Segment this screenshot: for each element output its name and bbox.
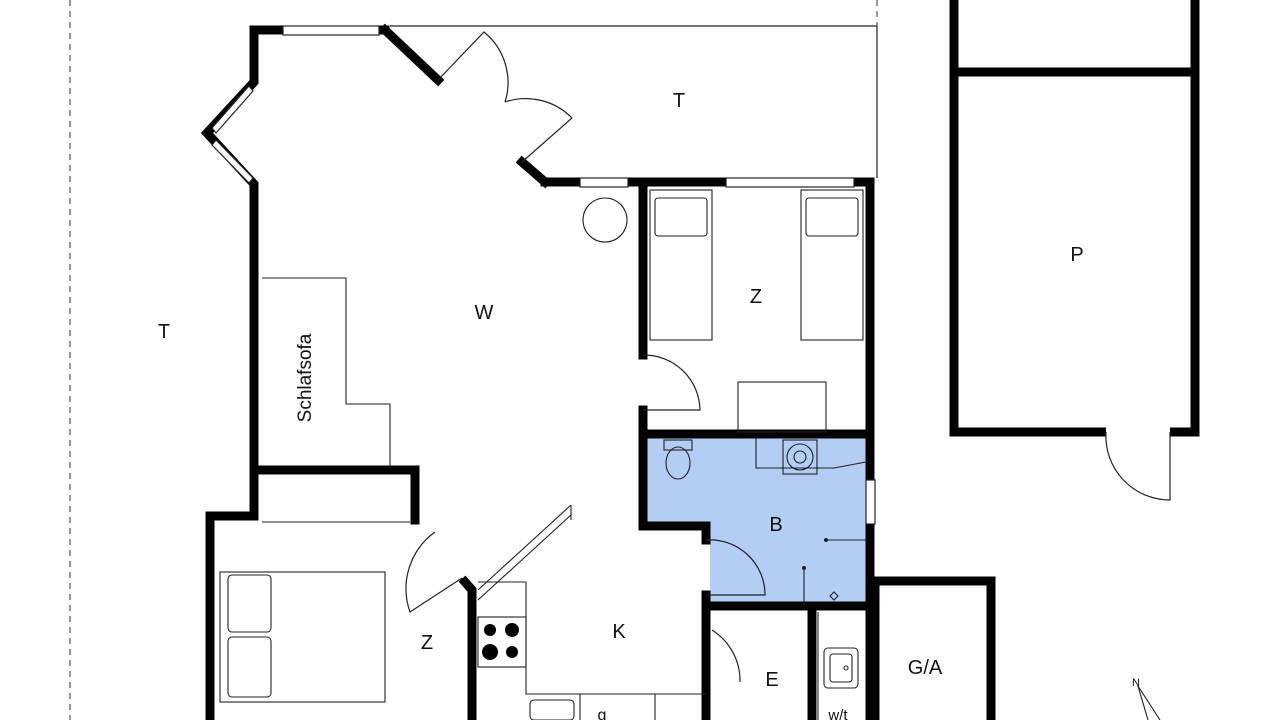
north-label: N [1132,677,1140,689]
room-labels: T T W Z Z B K E G/A P Schlafsofa w/t g N [158,90,1140,720]
room-label-bedroom-bottom: Z [421,632,433,654]
room-label-bathroom: B [769,514,782,536]
room-label-living: W [475,302,494,324]
walls [200,23,996,720]
property-boundary [69,0,878,720]
furniture [219,189,867,720]
room-label-kitchen: K [612,621,626,643]
terrace-outline [390,25,878,178]
sink-icon [782,439,818,475]
room-label-parking: P [1070,244,1083,266]
sleeping-sofa [262,277,391,468]
doors [405,31,1171,683]
double-bed [219,571,386,703]
windows [211,25,876,525]
room-label-storage: G/A [908,657,943,679]
stove-icon [477,616,527,668]
garage-walls [949,0,1200,437]
fridge-label: g [598,707,607,720]
round-table [582,197,628,243]
bed-left [649,189,713,341]
room-label-terrace-left: T [158,321,170,343]
bathroom-floor [646,438,866,602]
shower-icon [802,538,839,601]
kitchen-sink-icon [529,647,859,720]
desk [737,381,827,433]
room-label-bedroom-top: Z [750,286,762,308]
room-label-entrance: E [765,669,778,691]
washer-label: w/t [827,707,848,720]
north-arrow-icon [1137,685,1161,720]
bed-right [800,189,864,341]
sofa-label: Schlafsofa [295,333,316,422]
toilet-icon [663,439,693,480]
room-label-terrace-top: T [673,90,685,112]
